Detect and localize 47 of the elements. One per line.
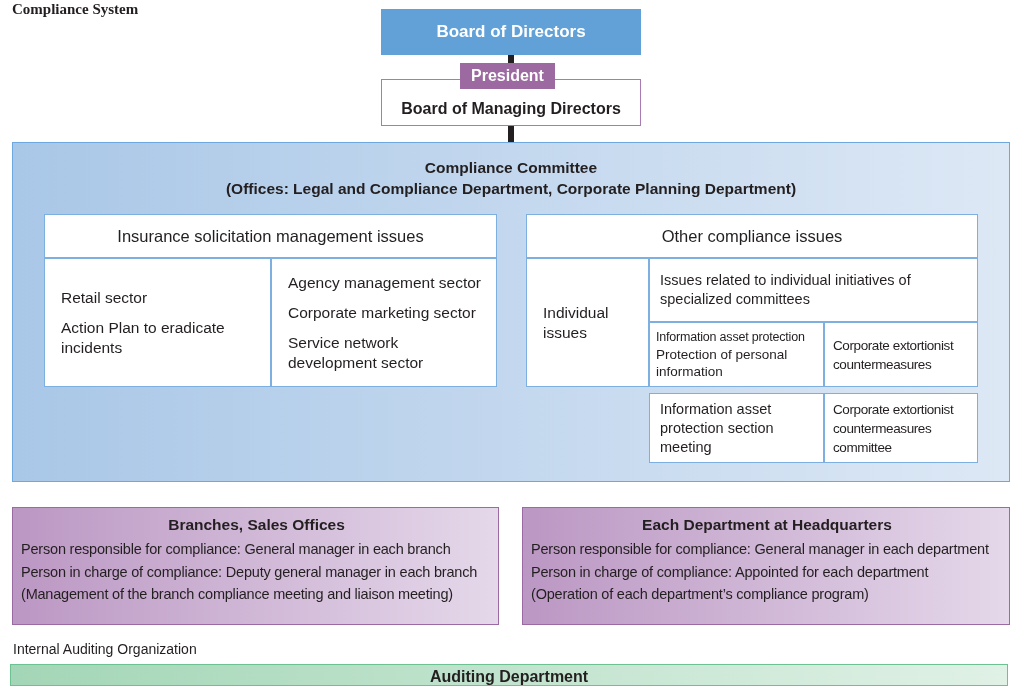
issue-cell <box>44 258 271 387</box>
issue-text: Information asset protection section meeting <box>660 399 775 457</box>
issue-header-box <box>526 214 978 258</box>
node-label: Board of Directors <box>436 22 586 42</box>
issue-cell <box>824 322 978 387</box>
issue-cell <box>649 393 824 463</box>
node-label: Board of Managing Directors <box>401 99 621 118</box>
issue-text: Protection of personal information <box>656 346 789 380</box>
issue-cell <box>824 393 978 463</box>
issue-cell <box>649 322 824 387</box>
committee-panel <box>12 142 1010 482</box>
issue-heading: Insurance solicitation management issues <box>117 226 424 246</box>
organization-text: Person responsible for compliance: General manager in each branch <box>21 540 451 559</box>
issue-text: Corporate marketing sector <box>288 302 476 323</box>
organization-box <box>12 507 499 625</box>
node-label: Auditing Department <box>429 668 589 686</box>
issue-cell <box>649 258 978 322</box>
organization-text: Person responsible for compliance: General manager in each department <box>531 540 989 559</box>
issue-heading: Other compliance issues <box>661 226 843 246</box>
organization-text: Person in charge of compliance: Deputy general manager in each branch <box>21 562 478 582</box>
issue-text: Information asset protection <box>656 329 805 346</box>
issue-header-box <box>44 214 497 258</box>
panel-heading: (Offices: Legal and Compliance Department, Corporate Planning Department) <box>225 179 797 199</box>
issue-text: Corporate extortionist countermeasures committee <box>833 400 955 457</box>
auditing-box <box>10 664 1008 686</box>
issue-text: Action Plan to eradicate incidents <box>61 317 226 358</box>
organization-heading: Branches, Sales Offices <box>168 516 345 534</box>
panel-heading: Compliance Committee <box>424 158 598 178</box>
diagram-title: Compliance System <box>12 1 139 18</box>
connector-line <box>508 126 514 142</box>
issue-text: Agency management sector <box>288 272 481 293</box>
issue-cell <box>271 258 497 387</box>
issue-text: Issues related to individual initiatives of specialized committees <box>660 271 912 309</box>
connector-line <box>508 55 514 63</box>
issue-cell <box>526 258 649 387</box>
organization-text: (Management of the branch compliance meeting and liaison meeting) <box>21 585 453 604</box>
president-tag: President <box>460 63 555 89</box>
organization-text: (Operation of each department’s compliance program) <box>531 585 869 604</box>
issue-text: Service network development sector <box>288 332 425 373</box>
board-box <box>381 9 641 55</box>
issue-text: Individual issues <box>543 302 610 343</box>
issue-text: Retail sector <box>61 287 148 308</box>
organization-box <box>522 507 1010 625</box>
organization-text: Person in charge of compliance: Appointed for each department <box>531 562 929 582</box>
organization-heading: Each Department at Headquarters <box>642 516 892 534</box>
section-label: Internal Auditing Organization <box>13 641 197 657</box>
issue-text: Corporate extortionist countermeasures <box>833 336 955 374</box>
